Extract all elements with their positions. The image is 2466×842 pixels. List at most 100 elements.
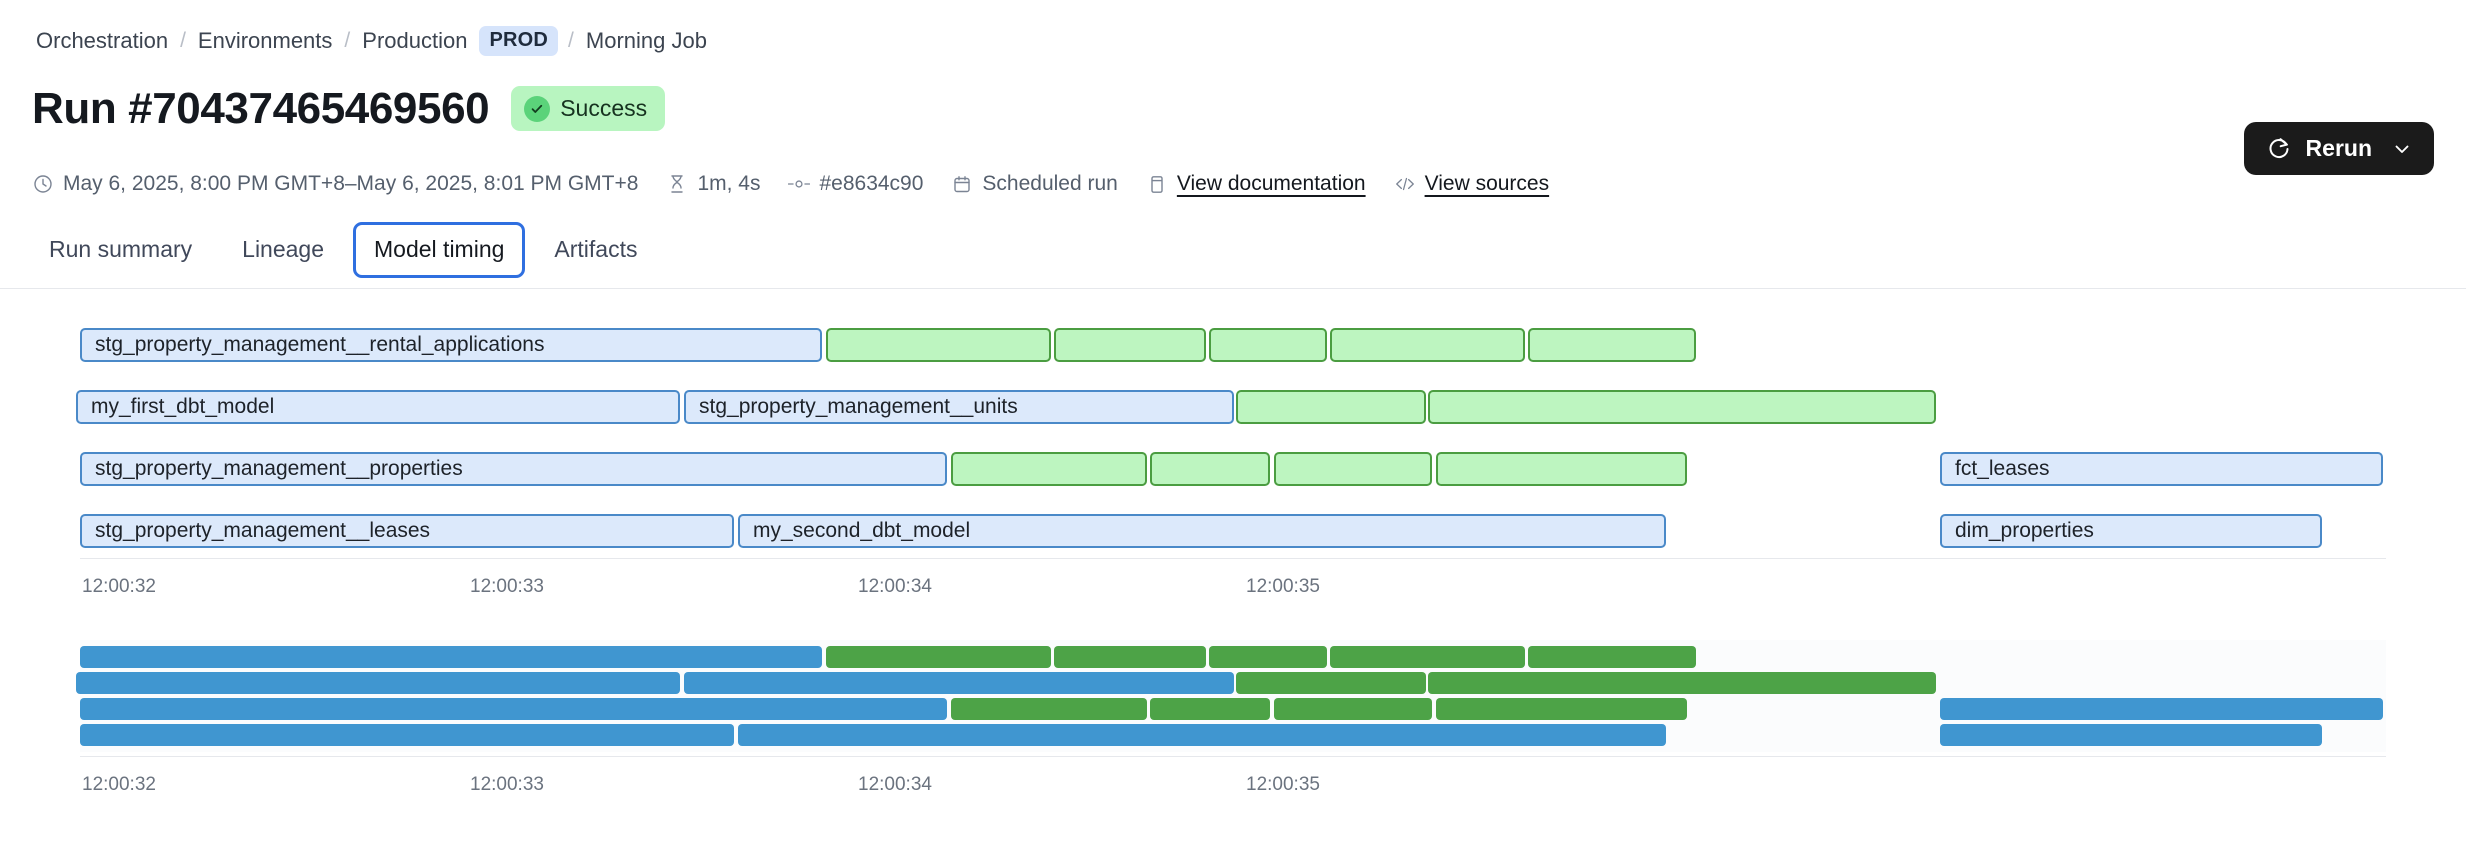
breadcrumb-badge-prod[interactable]: PROD <box>479 26 559 56</box>
clock-icon <box>32 173 54 195</box>
gantt-row <box>0 724 2466 746</box>
gantt-bar-test[interactable] <box>80 724 734 746</box>
gantt-axis-line <box>80 558 2386 559</box>
gantt-bar-label: stg_property_management__leases <box>95 519 431 542</box>
gantt-bar-test[interactable] <box>1054 646 1206 668</box>
title-row: Run #70437465469560 Success <box>32 83 666 133</box>
gantt-row <box>0 672 2466 694</box>
tab-run-summary[interactable]: Run summary <box>49 236 193 262</box>
gantt-axis-tick: 12:00:35 <box>1246 576 1320 597</box>
breadcrumb-item-production[interactable]: Production <box>362 28 468 53</box>
breadcrumb-item-morning-job: Morning Job <box>585 28 707 53</box>
gantt-bar-test[interactable] <box>1428 390 1936 424</box>
gantt-bar-label: stg_property_management__units <box>699 395 1018 418</box>
gantt-bar-test[interactable] <box>1150 452 1270 486</box>
tab-lineage[interactable]: Lineage <box>242 236 325 262</box>
gantt-bar-test[interactable] <box>1940 724 2322 746</box>
gantt-bar-dim_properties[interactable]: dim_properties <box>1940 514 2322 548</box>
tab-model-timing[interactable]: Model timing <box>353 222 526 278</box>
gantt-bar-stg_property_management__rental_applications[interactable]: stg_property_management__rental_applicat… <box>80 328 822 362</box>
breadcrumb-separator: / <box>568 29 574 52</box>
code-icon <box>1394 173 1416 195</box>
gantt-row: stg_property_management__properties fct_l… <box>0 452 2466 486</box>
gantt-bar-test[interactable] <box>1209 646 1327 668</box>
gantt-axis-line <box>80 756 2386 757</box>
gantt-bar-test[interactable] <box>1274 452 1432 486</box>
gantt-row: stg_property_management__rental_applicat… <box>0 328 2466 362</box>
meta-sources[interactable]: View sources <box>1394 172 1550 196</box>
gantt-row <box>0 646 2466 668</box>
gantt-row: my_first_dbt_model stg_property_managemen… <box>0 390 2466 424</box>
gantt-bar-label: my_first_dbt_model <box>91 395 275 418</box>
gantt-bar-test[interactable] <box>1428 672 1936 694</box>
breadcrumb-item-orchestration[interactable]: Orchestration <box>36 28 169 53</box>
gantt-axis-tick: 12:00:33 <box>470 576 544 597</box>
calendar-icon <box>951 173 973 195</box>
gantt-bar-test[interactable] <box>951 452 1147 486</box>
gantt-bar-test[interactable] <box>826 328 1051 362</box>
gantt-bar-test[interactable] <box>826 646 1051 668</box>
breadcrumb-separator: / <box>344 29 351 52</box>
gantt-bar-my_second_dbt_model[interactable]: my_second_dbt_model <box>738 514 1666 548</box>
status-badge: Success <box>511 86 666 131</box>
gantt-bar-test[interactable] <box>1330 328 1525 362</box>
tab-artifacts[interactable]: Artifacts <box>554 236 638 262</box>
gantt-bar-stg_property_management__leases[interactable]: stg_property_management__leases <box>80 514 734 548</box>
meta-trigger-text: Scheduled run <box>982 172 1118 195</box>
gantt-bar-test[interactable] <box>80 646 822 668</box>
gantt-bar-test[interactable] <box>1054 328 1206 362</box>
meta-timerange-text: May 6, 2025, 8:00 PM GMT+8–May 6, 2025, … <box>63 172 639 195</box>
meta-documentation[interactable]: View documentation <box>1146 172 1366 196</box>
run-metadata: May 6, 2025, 8:00 PM GMT+8–May 6, 2025, … <box>32 172 1577 196</box>
gantt-bar-test[interactable] <box>738 724 1666 746</box>
gantt-axis-tick: 12:00:32 <box>82 774 156 795</box>
gantt-bar-test[interactable] <box>1528 328 1696 362</box>
gantt-bar-label: stg_property_management__properties <box>95 457 463 480</box>
breadcrumb-item-environments[interactable]: Environments <box>197 28 333 53</box>
gantt-bar-test[interactable] <box>1940 698 2383 720</box>
gantt-bar-fct_leases[interactable]: fct_leases <box>1940 452 2383 486</box>
gantt-bar-my_first_dbt_model[interactable]: my_first_dbt_model <box>76 390 680 424</box>
rerun-button[interactable]: Rerun <box>2243 122 2434 175</box>
hourglass-icon <box>666 173 688 195</box>
gantt-bar-label: fct_leases <box>1955 457 2050 480</box>
gantt-bar-stg_property_management__units[interactable]: stg_property_management__units <box>684 390 1234 424</box>
meta-timerange: May 6, 2025, 8:00 PM GMT+8–May 6, 2025, … <box>32 172 638 196</box>
meta-commit-text: #e8634c90 <box>819 172 924 195</box>
meta-duration-text: 1m, 4s <box>697 172 761 195</box>
gantt-bar-test[interactable] <box>1236 390 1426 424</box>
gantt-bar-test[interactable] <box>1274 698 1432 720</box>
breadcrumb-separator: / <box>180 29 186 52</box>
gantt-bar-test[interactable] <box>80 698 947 720</box>
git-commit-icon <box>788 173 811 195</box>
gantt-axis-tick: 12:00:34 <box>858 576 932 597</box>
gantt-bar-test[interactable] <box>1209 328 1327 362</box>
gantt-bar-label: dim_properties <box>1955 519 2094 542</box>
book-icon <box>1146 173 1168 195</box>
gantt-bar-label: stg_property_management__rental_applicat… <box>95 333 545 356</box>
gantt-bar-stg_property_management__properties[interactable]: stg_property_management__properties <box>80 452 947 486</box>
gantt-bar-test[interactable] <box>1436 452 1687 486</box>
refresh-icon <box>2266 136 2292 162</box>
view-documentation-link[interactable]: View documentation <box>1176 172 1366 195</box>
gantt-bar-test[interactable] <box>1236 672 1426 694</box>
chevron-down-icon[interactable] <box>2392 139 2412 159</box>
meta-commit: #e8634c90 <box>788 172 923 196</box>
gantt-bar-test[interactable] <box>1436 698 1687 720</box>
gantt-bar-test[interactable] <box>76 672 680 694</box>
gantt-bar-test[interactable] <box>951 698 1147 720</box>
meta-duration: 1m, 4s <box>666 172 760 196</box>
tab-bar: Run summary Lineage Model timing Artifacts <box>28 222 658 278</box>
gantt-axis-tick: 12:00:35 <box>1246 774 1320 795</box>
gantt-bar-test[interactable] <box>684 672 1234 694</box>
gantt-bar-test[interactable] <box>1528 646 1696 668</box>
gantt-row: stg_property_management__leases my_second… <box>0 514 2466 548</box>
model-timing-gantt-detail[interactable]: stg_property_management__rental_applicat… <box>0 320 2466 597</box>
view-sources-link[interactable]: View sources <box>1424 172 1550 195</box>
gantt-bar-label: my_second_dbt_model <box>753 519 971 542</box>
page-title: Run #70437465469560 <box>32 83 490 133</box>
gantt-bar-test[interactable] <box>1150 698 1270 720</box>
gantt-bar-test[interactable] <box>1330 646 1525 668</box>
